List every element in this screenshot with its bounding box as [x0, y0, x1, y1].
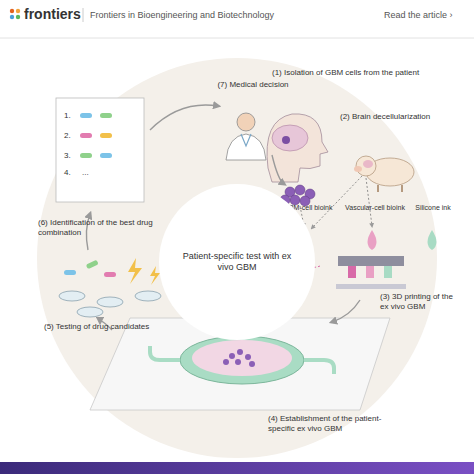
step-label: (1) Isolation of GBM cells from the pati… — [272, 68, 422, 78]
pig-icon — [354, 156, 414, 192]
pills — [80, 113, 112, 158]
feed-lines — [300, 176, 372, 228]
drug-test-dishes — [59, 258, 161, 317]
step-label: (2) Brain decellularization — [340, 112, 460, 122]
doctor-icon — [226, 113, 266, 160]
header-rule — [0, 38, 474, 39]
ink-label: Silicone ink — [410, 204, 456, 212]
logo-text: frontiers — [24, 6, 81, 23]
step-label: (7) Medical decision — [208, 80, 298, 90]
drug-list-sheet — [56, 98, 144, 202]
bioprinter — [302, 256, 406, 289]
frontiers-logo — [10, 9, 20, 19]
step-label: (6) Identification of the best drug comb… — [38, 218, 156, 237]
step-label: (4) Establishment of the patient-specifi… — [268, 414, 398, 433]
center-text: Patient-specific test with ex vivo GBM — [182, 251, 292, 274]
list-number: 3. — [64, 151, 71, 161]
journal-name: Frontiers in Bioengineering and Biotechn… — [90, 10, 330, 21]
read-link: Read the article › — [384, 10, 453, 21]
list-number: 2. — [64, 131, 71, 141]
step-label: (5) Testing of drug candidates — [44, 322, 164, 332]
footer-bar — [0, 462, 474, 474]
center-circle: Patient-specific test with ex vivo GBM — [159, 184, 315, 340]
header-divider — [83, 8, 84, 22]
list-ellipsis: ... — [82, 168, 89, 178]
ink-label: Vascular-cell bioink — [344, 204, 406, 212]
step-label: (3) 3D printing of the ex vivo GBM — [380, 292, 460, 311]
list-number: 1. — [64, 111, 71, 121]
bioink-droplets — [301, 230, 437, 250]
header-bar — [0, 0, 474, 38]
list-number: 4. — [64, 168, 71, 178]
